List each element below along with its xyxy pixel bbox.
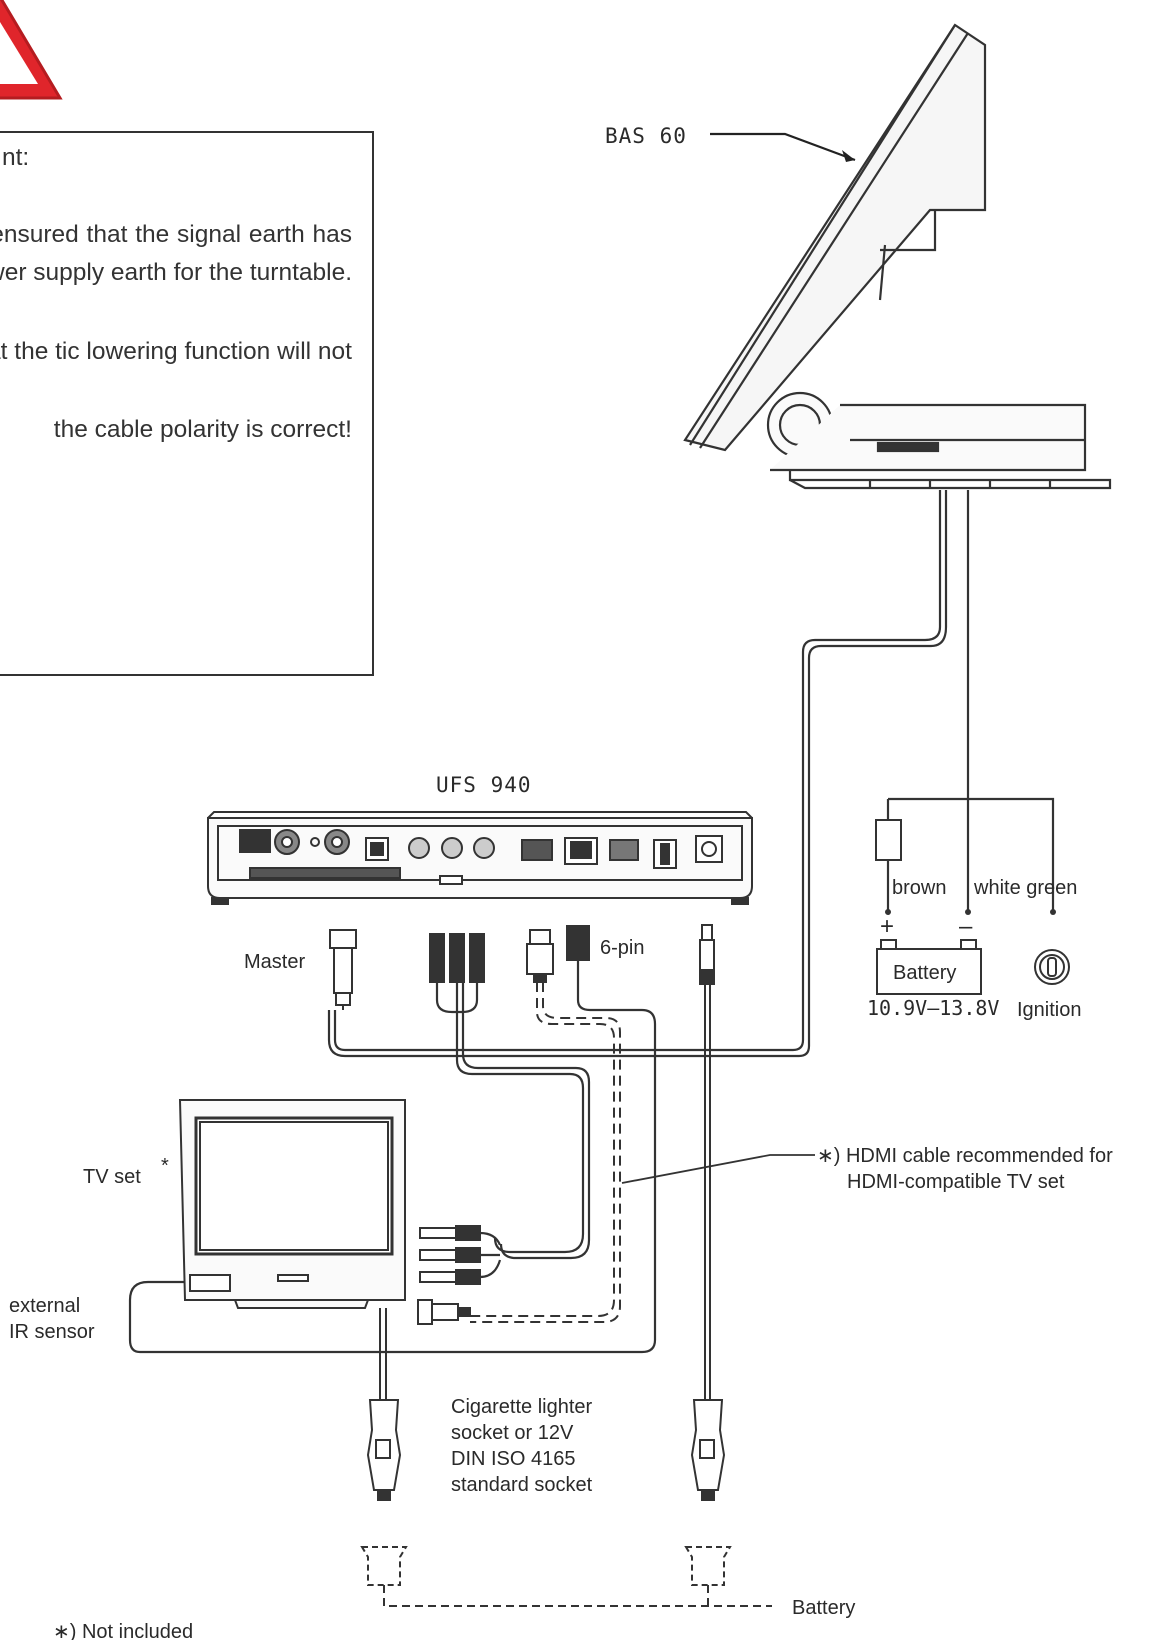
socket-right-icon [684, 1546, 732, 1586]
white-green-wire-label: white green [973, 877, 1077, 899]
cigarette-plug-right [690, 1399, 726, 1501]
ir-sensor-cable [128, 960, 657, 1354]
ufs940-receiver [207, 811, 753, 905]
tv-set-star: * [161, 1155, 169, 1177]
cigarette-label-4: standard socket [451, 1474, 593, 1496]
not-included-note: ∗) Not included [53, 1621, 193, 1640]
battery-voltage: 10.9V–13.8V [867, 996, 999, 1020]
battery-box-label: Battery [893, 962, 956, 984]
ignition-icon [1034, 949, 1070, 985]
tv-hdmi-plug [417, 1299, 471, 1325]
battery-bottom-label: Battery [792, 1597, 855, 1619]
cigarette-label-2: socket or 12V [451, 1422, 574, 1444]
hdmi-note-line1: ∗) HDMI cable recommended for [817, 1145, 1113, 1167]
cigarette-plug-left [366, 1399, 402, 1501]
hdmi-connector [526, 929, 554, 983]
warning-paragraph-3: the cable polarity is correct! [53, 416, 352, 443]
warning-paragraph-1: eration with two batteries, t be ensured… [0, 220, 352, 287]
battery-dashed-line [383, 1585, 772, 1607]
warning-heading: nt: [2, 144, 30, 171]
fuse-icon [875, 819, 902, 861]
tv-set-label: TV set [83, 1166, 141, 1188]
tv-rca-wires [479, 1231, 502, 1279]
socket-left-icon [360, 1546, 408, 1586]
rca-connectors [429, 933, 485, 983]
brown-wire-label: brown [892, 877, 946, 899]
battery-icon [876, 939, 982, 995]
tv-rca-plugs [419, 1225, 481, 1285]
bas60-antenna [683, 23, 1112, 490]
sixpin-connector [566, 925, 590, 961]
warning-triangle-icon [0, 0, 63, 100]
bas60-pointer-line [710, 132, 856, 162]
rca-cables [435, 982, 591, 1260]
antenna-cables [327, 490, 1055, 1058]
warning-paragraph-2: mpliance means that the tic lowering fun… [0, 337, 352, 365]
tv-set [178, 1099, 406, 1309]
plus-sign: + [880, 913, 894, 940]
bas60-label: BAS 60 [605, 124, 687, 148]
ufs940-label: UFS 940 [436, 773, 532, 797]
master-connector [329, 929, 357, 1010]
cigarette-label-1: Cigarette lighter [451, 1396, 593, 1418]
hdmi-note-line2: HDMI-compatible TV set [847, 1171, 1065, 1193]
master-label: Master [244, 951, 305, 973]
hdmi-cable-dashed [470, 982, 621, 1323]
hdmi-note-leader [621, 1154, 815, 1184]
ir-sensor-label-1: external [9, 1295, 80, 1317]
warning-box: nt: eration with two batteries, t be ens… [0, 131, 374, 676]
ir-sensor-label-2: IR sensor [9, 1321, 95, 1343]
cigarette-label-3: DIN ISO 4165 [451, 1448, 576, 1470]
minus-sign: – [959, 913, 973, 940]
arrow-head-icon [842, 150, 855, 162]
ignition-label: Ignition [1017, 999, 1082, 1021]
power-plug-connector [699, 924, 715, 985]
sixpin-label: 6-pin [600, 937, 644, 959]
